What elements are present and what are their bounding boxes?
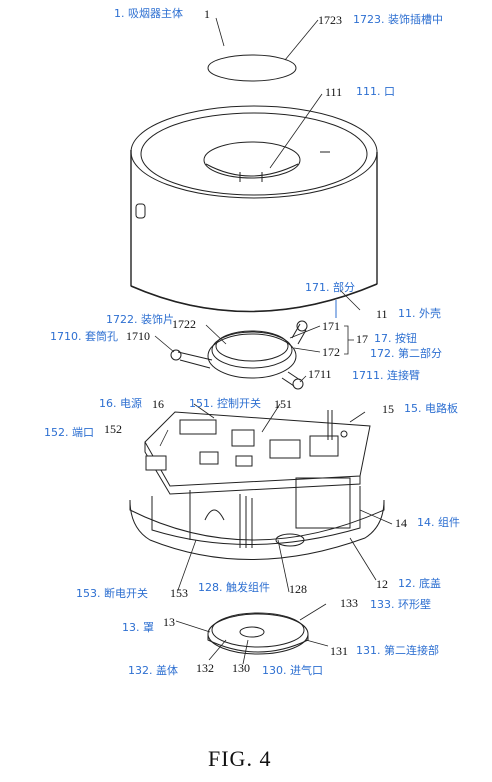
- label-air-inlet: 130. 进气口: [262, 664, 323, 677]
- label-bottom-cover: 12. 底盖: [398, 577, 441, 590]
- cap: [207, 612, 309, 655]
- label-port: 152. 端口: [44, 426, 94, 439]
- num-control-switch: 151: [274, 397, 292, 411]
- label-power-off-switch: 153. 断电开关: [76, 587, 148, 600]
- label-part: 171. 部分: [305, 281, 355, 294]
- label-decor-piece: 1722. 装饰片: [106, 313, 174, 326]
- num-assembly: 14: [395, 516, 407, 530]
- num-power: 16: [152, 397, 164, 411]
- circuit-board: [144, 410, 371, 495]
- num-trigger-assembly: 128: [289, 582, 307, 596]
- num-second-part: 172: [322, 345, 340, 359]
- leader-lines: [154, 17, 393, 665]
- label-control-switch: 151. 控制开关: [189, 397, 261, 410]
- label-annular-wall: 133. 环形壁: [370, 598, 431, 611]
- label-shell: 11. 外壳: [398, 307, 441, 320]
- num-sleeve-hole: 1710: [126, 329, 150, 343]
- label-cap: 13. 罩: [122, 621, 154, 634]
- label-second-connection: 131. 第二连接部: [356, 644, 439, 657]
- label-button: 17. 按钮: [374, 332, 417, 345]
- bracket: [344, 325, 354, 355]
- num-mouth: 111: [325, 85, 343, 99]
- num-second-connection: 131: [330, 644, 348, 658]
- label-sleeve-hole: 1710. 套筒孔: [50, 330, 118, 343]
- num-power-off-switch: 153: [170, 586, 188, 600]
- label-second-part: 172. 第二部分: [370, 347, 442, 360]
- label-main-body: 1. 吸烟器主体: [114, 7, 183, 20]
- num-decor-slot: 1723: [318, 13, 342, 27]
- num-circuit-board: 15: [382, 402, 394, 416]
- num-shell: 11: [376, 307, 388, 321]
- num-bottom-cover: 12: [376, 577, 388, 591]
- label-assembly: 14. 组件: [417, 516, 460, 529]
- label-circuit-board: 15. 电路板: [404, 402, 458, 415]
- num-cover-body: 132: [196, 661, 214, 675]
- button-assembly: [170, 320, 308, 390]
- label-connecting-arm: 1711. 连接臂: [352, 369, 420, 382]
- bottom-cover: [129, 499, 385, 560]
- num-part: 171: [322, 319, 340, 333]
- label-cover-body: 132. 盖体: [128, 664, 178, 677]
- label-power: 16. 电源: [99, 397, 142, 410]
- outer-shell: [130, 105, 378, 313]
- num-air-inlet: 130: [232, 661, 250, 675]
- decor-disc: [207, 54, 297, 82]
- num-main-body: 1: [204, 7, 210, 21]
- num-annular-wall: 133: [340, 596, 358, 610]
- num-decor-piece: 1722: [172, 317, 196, 331]
- component-housing: [151, 477, 361, 548]
- label-mouth: 111. 口: [356, 85, 395, 98]
- figure-caption: FIG. 4: [208, 746, 272, 771]
- num-port: 152: [104, 422, 122, 436]
- num-cap: 13: [163, 615, 175, 629]
- num-connecting-arm: 1711: [308, 367, 332, 381]
- label-decor-slot: 1723. 装饰插槽中: [353, 13, 443, 26]
- num-button: 17: [356, 332, 368, 346]
- label-trigger-assembly: 128. 触发组件: [198, 581, 270, 594]
